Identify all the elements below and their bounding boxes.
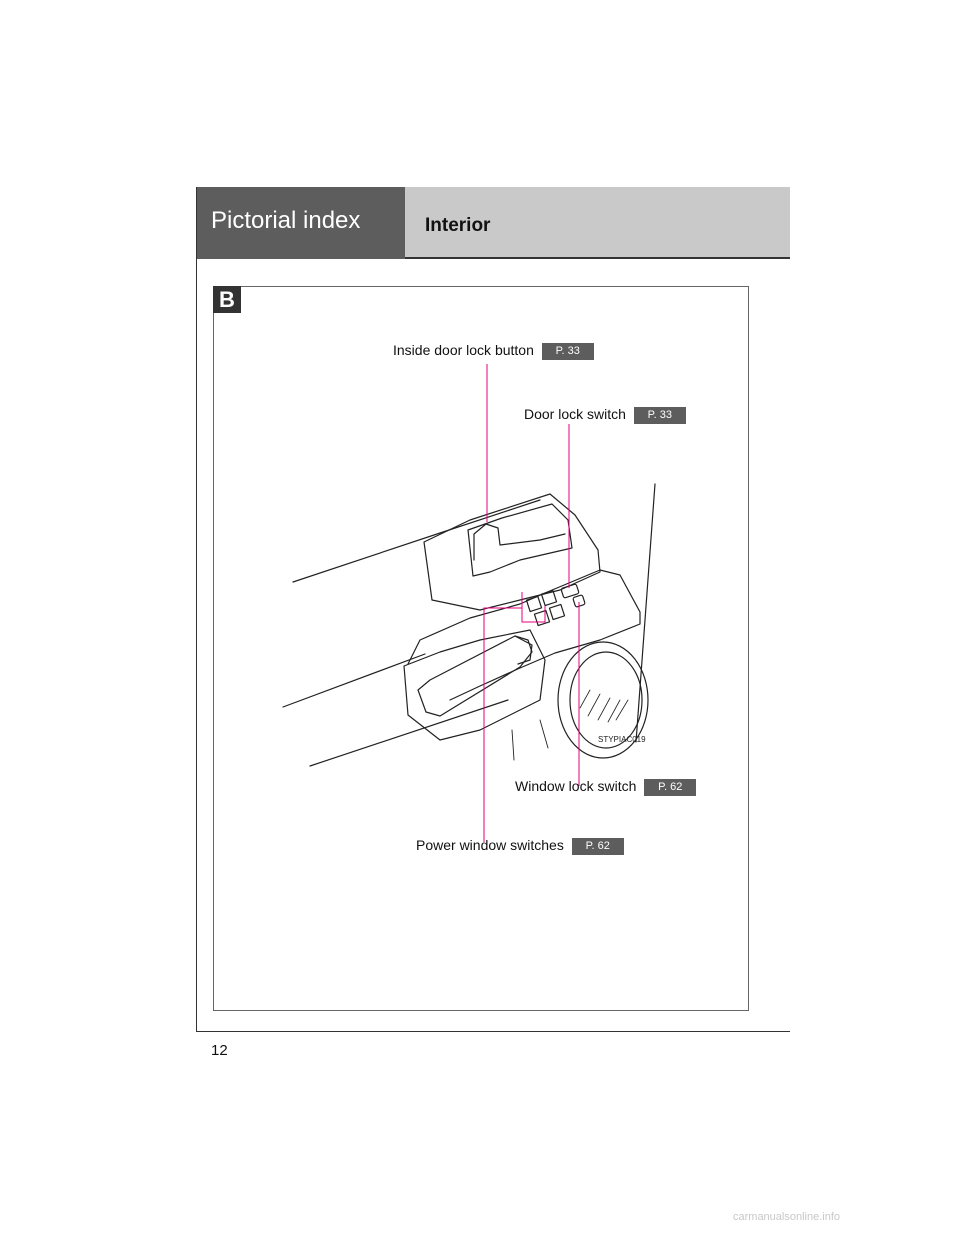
page-header: Interior: [405, 187, 790, 259]
door-lock-switch-shape: [560, 583, 580, 599]
page-ref-badge[interactable]: P. 62: [571, 837, 624, 855]
page-number: 12: [211, 1042, 228, 1059]
page-title: Interior: [425, 215, 491, 236]
page-ref-badge[interactable]: P. 33: [541, 342, 594, 360]
window-switch-4: [548, 603, 566, 621]
callout-label: Door lock switch: [524, 406, 626, 422]
pull-pocket-outline: [403, 629, 546, 741]
speaker-grille-outer: [557, 641, 649, 759]
callout-window-lock-switch: Window lock switch P. 62: [515, 777, 697, 796]
callout-label: Power window switches: [416, 837, 564, 853]
figure-image-code: STYPIAC019: [598, 735, 646, 744]
page-frame-left-rule: [196, 187, 197, 1032]
door-edge-line: [635, 483, 656, 743]
section-header: Pictorial index: [197, 187, 405, 259]
window-switch-3: [533, 609, 551, 627]
door-trim-bottom-line: [309, 699, 509, 767]
callout-door-lock-switch: Door lock switch P. 33: [524, 405, 686, 424]
door-trim-lower-line: [282, 653, 426, 708]
callout-leader-power-window-bracket: [521, 592, 546, 623]
pull-grip-end: [514, 635, 533, 665]
speaker-grille-inner: [569, 651, 643, 749]
speaker-pattern: [579, 689, 629, 723]
page-frame-bottom-rule: [196, 1031, 790, 1032]
callout-leader-power-window: [483, 607, 522, 842]
callout-power-window-switches: Power window switches P. 62: [416, 836, 624, 855]
window-switch-2: [540, 589, 558, 607]
handle-lever: [473, 523, 566, 561]
callout-inside-door-lock-button: Inside door lock button P. 33: [393, 341, 594, 360]
lower-trim-line: [511, 719, 549, 761]
armrest-outline: [407, 569, 641, 701]
window-switch-1: [525, 595, 543, 613]
figure-panel: [213, 286, 749, 1011]
door-trim-upper-line: [292, 499, 541, 583]
section-title: Pictorial index: [211, 207, 361, 234]
handle-recess: [467, 503, 573, 577]
page-ref-badge[interactable]: P. 33: [633, 406, 686, 424]
callout-label: Window lock switch: [515, 778, 637, 794]
pull-grip: [417, 635, 533, 717]
page-ref-badge[interactable]: P. 62: [644, 778, 697, 796]
figure-badge: B: [213, 286, 241, 313]
window-lock-switch-shape: [572, 594, 586, 608]
handle-outline: [423, 493, 601, 611]
watermark: carmanualsonline.info: [733, 1211, 841, 1223]
callout-label: Inside door lock button: [393, 342, 534, 358]
